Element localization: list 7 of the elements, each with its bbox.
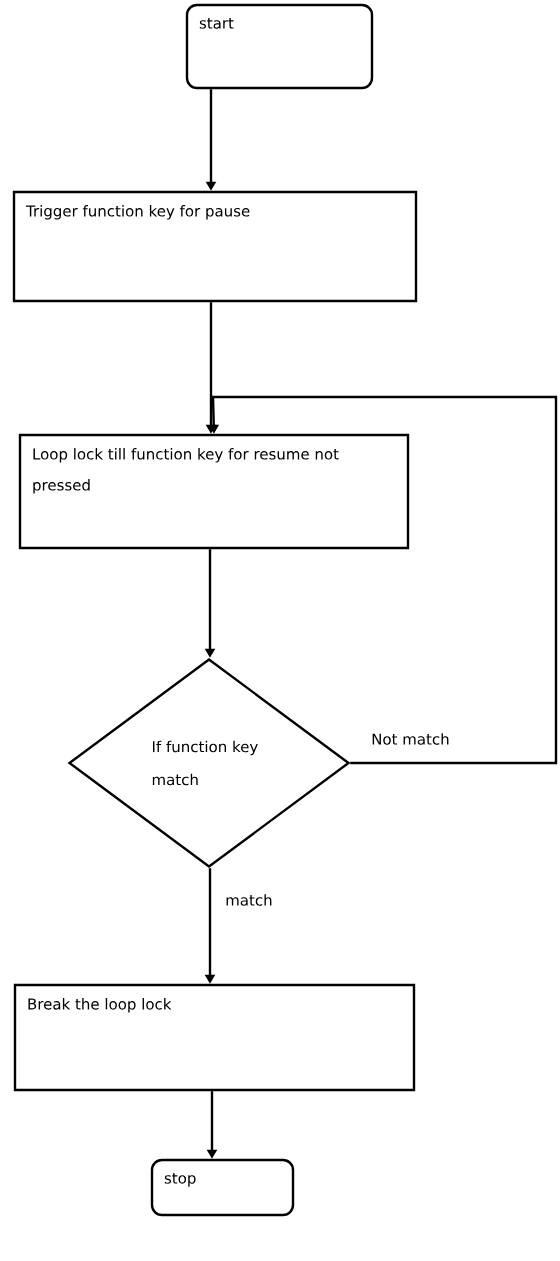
process-box: Trigger function key for pause: [12, 190, 418, 303]
edge-label: match: [223, 892, 275, 908]
terminal-box: start: [185, 3, 374, 90]
terminal-box: stop: [150, 1158, 295, 1217]
process-box: Break the loop lock: [13, 983, 416, 1092]
process-box: Loop lock till function key for resume not pressed: [18, 433, 410, 550]
edge-label: Not match: [369, 731, 452, 747]
